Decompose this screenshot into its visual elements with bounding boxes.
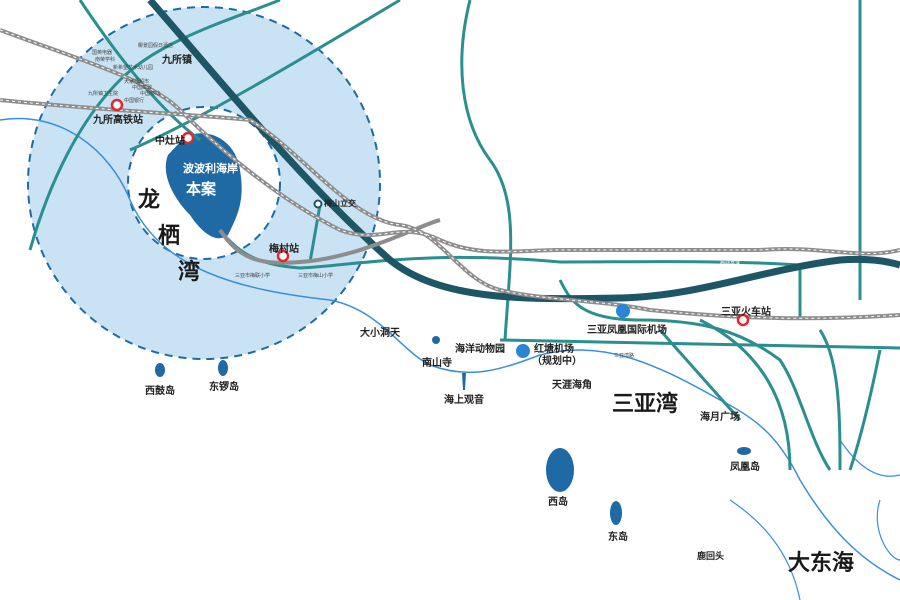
daxiaodongtian[interactable]: 大小洞天 <box>360 328 400 339</box>
temple-icon <box>432 336 440 344</box>
hongtang-note: （规划中） <box>532 356 582 367</box>
xi-island-label[interactable]: 西岛 <box>548 497 568 508</box>
dong-island-label[interactable]: 东岛 <box>608 532 628 543</box>
jiusuo-hsr[interactable]: 九所高铁站 <box>93 115 143 126</box>
poi-label: 国英电器 <box>92 50 113 56</box>
poi-label: 中国银行 <box>124 98 145 104</box>
statue-icon <box>462 373 466 390</box>
longqi-bay-3: 湾 <box>178 260 201 285</box>
road-label: 三亚湾路 <box>614 353 635 359</box>
poi-label: 南荣学科 <box>95 57 116 63</box>
project-area <box>165 133 242 239</box>
jiusuo-hsr-icon <box>110 98 124 112</box>
poi-label: 椰景园假日酒店 <box>138 43 174 49</box>
zhongzao[interactable]: 中灶站 <box>155 136 185 147</box>
airport-icon <box>516 344 530 358</box>
railway-dashes <box>0 29 900 319</box>
ocean-zoo[interactable]: 海洋动物园 <box>455 344 505 355</box>
hongtang-airport[interactable]: 红塘机场 <box>534 344 574 355</box>
roads <box>28 0 900 471</box>
coastline-east <box>729 439 900 600</box>
poi-label: 大家福超市 <box>124 79 150 85</box>
meicun[interactable]: 梅村站 <box>269 244 299 255</box>
poi-label: 三亚市梅联小学 <box>235 273 271 279</box>
project-logo-text: 波波利海岸 <box>183 162 238 175</box>
xi-island <box>546 448 574 492</box>
haishang-guanyin[interactable]: 海上观音 <box>444 395 484 406</box>
airport-icon <box>616 304 630 318</box>
haiyue-square[interactable]: 海月广场 <box>700 412 740 423</box>
luhuitou[interactable]: 鹿回头 <box>697 552 725 562</box>
poi-label: 新希望艺术幼儿园 <box>113 65 154 71</box>
dadong-sea: 大东海 <box>788 551 855 576</box>
phoenix-airport[interactable]: 三亚凤凰国际机场 <box>587 325 667 336</box>
poi-label: 三亚市梅山小学 <box>298 273 334 279</box>
poi-label: 九所镇卫生院 <box>88 91 119 97</box>
sanya-bay: 三亚湾 <box>612 392 679 417</box>
dongluo-island <box>218 360 228 376</box>
xigu-island-label[interactable]: 西鼓岛 <box>145 386 175 397</box>
sanya-station[interactable]: 三亚火车站 <box>721 307 771 318</box>
fenghuang-island-label[interactable]: 凤凰岛 <box>730 462 760 473</box>
fenghuang-island <box>737 447 751 455</box>
nanshan-temple[interactable]: 南山寺 <box>422 358 452 369</box>
dong-island <box>610 501 622 525</box>
project-marker[interactable]: 本案 <box>186 180 217 198</box>
zhongzao-station-icon <box>181 131 195 145</box>
sanya-station-icon <box>736 313 750 327</box>
road-label: 西线高速 <box>720 261 741 267</box>
jiusuo-town[interactable]: 九所镇 <box>162 55 192 66</box>
interchange-icon <box>313 199 323 209</box>
meicun-station-icon <box>276 249 290 263</box>
dongluo-island-label[interactable]: 东锣岛 <box>209 382 239 393</box>
tianya-haijiao[interactable]: 天涯海角 <box>552 380 592 391</box>
longqi-bay-2: 栖 <box>158 224 181 249</box>
xigu-island <box>155 363 165 377</box>
station-markers <box>110 98 750 390</box>
meishan-interchange[interactable]: 梅山立交 <box>324 199 356 208</box>
poi-label: 中国移动 <box>140 91 161 97</box>
poi-label: 中国邮政 <box>132 85 153 91</box>
longqi-bay-1: 龙 <box>138 188 161 213</box>
